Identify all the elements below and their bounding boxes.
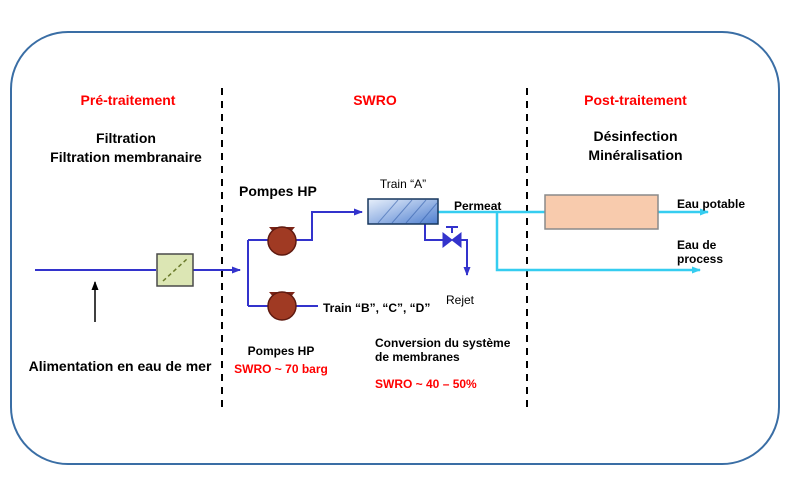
flow-lines-blue bbox=[35, 208, 471, 307]
pretreatment-process-line1: Filtration bbox=[96, 130, 156, 146]
conversion-value: SWRO ~ 40 – 50% bbox=[375, 377, 477, 391]
pretreatment-process-label: Filtration Filtration membranaire bbox=[18, 129, 234, 167]
process-water-line1: Eau de bbox=[677, 238, 717, 252]
pump-icon-bottom bbox=[267, 291, 297, 321]
pump-note-line2: SWRO ~ 70 barg bbox=[234, 362, 328, 376]
pump-note-line1: Pompes HP bbox=[247, 344, 315, 358]
flow-lines-cyan bbox=[438, 208, 709, 274]
pump-icon-top bbox=[267, 226, 297, 256]
posttreatment-process-label: Désinfection Minéralisation bbox=[558, 127, 713, 165]
feed-water-label: Alimentation en eau de mer bbox=[28, 358, 212, 374]
pump-pressure-note: Pompes HP SWRO ~ 70 barg bbox=[222, 344, 340, 376]
process-water-label: Eau de process bbox=[677, 238, 723, 266]
hp-pumps-label: Pompes HP bbox=[239, 183, 317, 199]
diagram-border bbox=[10, 31, 780, 465]
filter-icon bbox=[156, 253, 194, 287]
potable-water-label: Eau potable bbox=[677, 197, 746, 211]
membrane-vessel-icon bbox=[367, 198, 439, 225]
conversion-line2: de membranes bbox=[375, 350, 460, 364]
posttreatment-process-line1: Désinfection bbox=[593, 128, 678, 144]
conversion-line1: Conversion du système bbox=[375, 336, 511, 350]
section-separator-lines bbox=[221, 88, 528, 412]
conversion-note: Conversion du système de membranes SWRO … bbox=[375, 336, 510, 391]
permeate-label: Permeat bbox=[454, 199, 502, 213]
pretreatment-process-line2: Filtration membranaire bbox=[50, 149, 202, 165]
trains-bcd-label: Train “B”, “C”, “D” bbox=[323, 301, 431, 315]
section-title-posttreatment: Post-traitement bbox=[584, 92, 687, 108]
section-title-swro: SWRO bbox=[353, 92, 397, 108]
section-title-pretreatment: Pré-traitement bbox=[80, 92, 176, 108]
train-a-label: Train “A” bbox=[379, 177, 427, 191]
valve-icon bbox=[442, 231, 462, 249]
process-water-line2: process bbox=[677, 252, 724, 266]
reject-label: Rejet bbox=[445, 293, 474, 307]
posttreatment-box bbox=[544, 194, 659, 230]
posttreatment-process-line2: Minéralisation bbox=[588, 147, 683, 163]
